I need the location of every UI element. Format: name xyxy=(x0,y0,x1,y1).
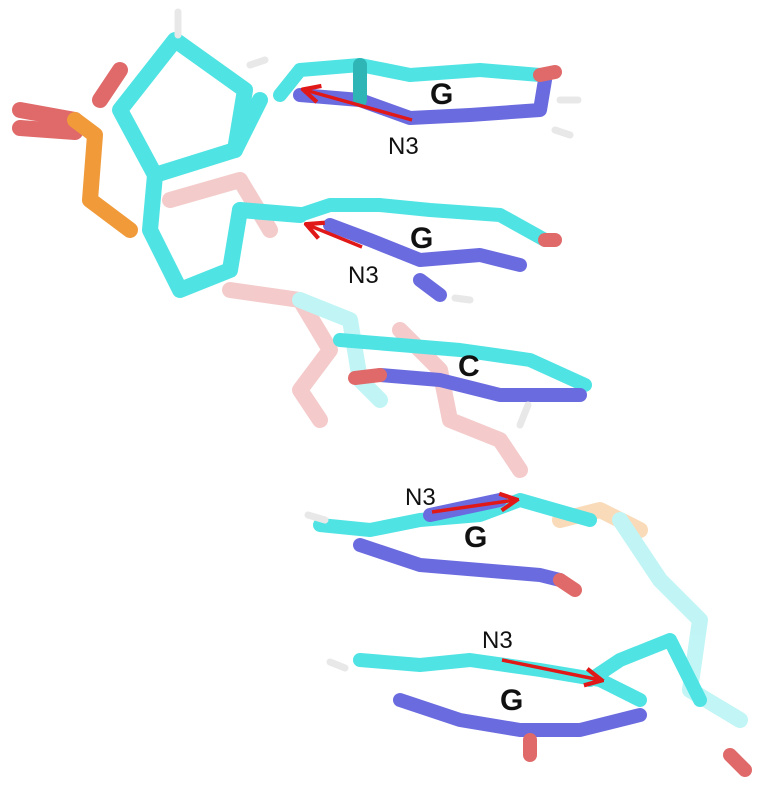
atom-label-n3-4: N3 xyxy=(405,484,436,511)
base-label-g1: G xyxy=(430,78,454,111)
n3-arrow-4 xyxy=(431,500,515,514)
n3-arrow-1 xyxy=(305,90,413,122)
atom-label-n3-2: N3 xyxy=(348,262,379,289)
base-label-g5: G xyxy=(500,684,524,717)
atom-label-n3-1: N3 xyxy=(388,133,419,160)
base-label-g4: G xyxy=(464,521,488,554)
n3-arrow-5 xyxy=(501,658,600,680)
base-label-c: C xyxy=(458,350,480,383)
n3-arrow-2 xyxy=(308,225,363,249)
base-label-g2: G xyxy=(410,222,434,255)
atom-label-n3-5: N3 xyxy=(482,627,513,654)
